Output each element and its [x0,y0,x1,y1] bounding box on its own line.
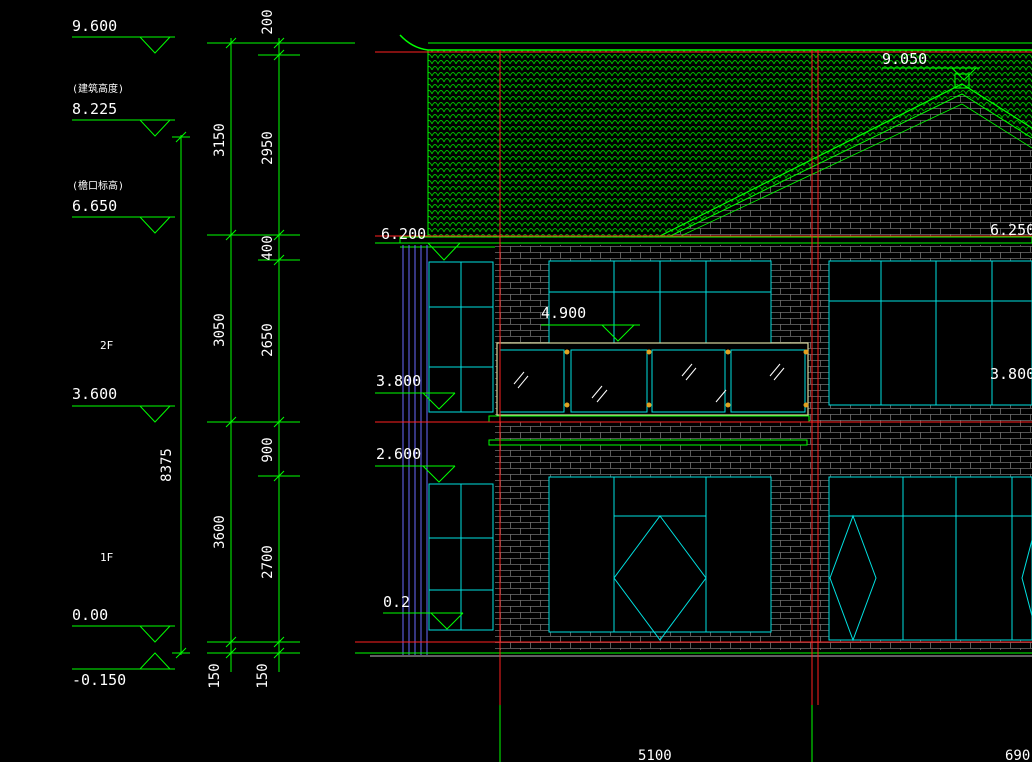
facade-level-balcony [541,324,640,342]
dim-inner-150: 150 [255,663,271,688]
facade-level-balcony-text: 4.900 [541,304,586,322]
window-2f-left [548,260,772,344]
grid-axes [375,50,1032,705]
dim-outer-3150: 3150 [212,123,228,157]
facade-level-ridge [882,67,980,81]
facade-level-sill-text: 2.600 [376,445,421,463]
dimension-total [172,131,190,659]
level-9600-text: 9.600 [72,17,117,35]
dim-inner-200: 200 [260,9,276,34]
bottom-dim-690: 690 [1005,748,1030,762]
bottom-dimension [499,705,813,762]
dim-outer-3600: 3600 [212,515,228,549]
facade-level-right-second-text: 3.800 [990,365,1032,383]
facade-level-base [383,612,464,630]
gable [647,73,1032,243]
level-3600-text: 3.600 [72,385,117,403]
balcony-railing [488,342,810,446]
facade-level-eave [375,242,470,261]
eave-height-note: (檐口标高) [72,179,124,192]
level-marker-9600: 9.600 [72,17,175,54]
side-window-upper [428,261,494,413]
dim-inner-2700: 2700 [260,545,276,579]
bottom-dim-5100: 5100 [638,748,672,762]
side-window-lower [428,483,494,631]
floor-label-2f: 2F [100,339,113,352]
dim-inner-900: 900 [260,437,276,462]
facade-level-sill [375,465,456,483]
door-1f-right [828,476,1032,642]
dim-inner-2650: 2650 [260,323,276,357]
level-marker-8225: (建筑高度) 8.225 [72,82,175,137]
level-marker-3600: 3.600 [72,385,175,423]
facade-level-second [375,392,456,410]
window-2f-right [828,260,1032,406]
facade-level-right-eave-text: 6.250 [990,221,1032,239]
level-6650-text: 6.650 [72,197,117,215]
dimension-chain-inner [258,37,300,672]
level-m150-text: -0.150 [72,671,126,689]
door-1f-left [548,476,772,641]
level-8225-text: 8.225 [72,100,117,118]
facade-level-ridge-text: 9.050 [882,50,927,68]
level-marker-000: 0.00 [72,606,175,643]
facade-level-eave-text: 6.200 [381,225,426,243]
ground-lines [355,641,1032,657]
dim-outer-3050: 3050 [212,313,228,347]
facade-level-base-text: 0.2 [383,593,410,611]
dim-inner-400: 400 [260,235,276,260]
level-000-text: 0.00 [72,606,108,624]
level-marker-m150: -0.150 [72,652,175,689]
facade-level-second-text: 3.800 [376,372,421,390]
level-marker-6650: (檐口标高) 6.650 [72,179,175,234]
building-height-note: (建筑高度) [72,82,124,95]
dimension-chain-outer [207,37,355,672]
dim-inner-2950: 2950 [260,131,276,165]
floor-label-1f: 1F [100,551,113,564]
dim-total-text: 8375 [159,448,175,482]
eave-band [399,236,1032,248]
side-wall-column [402,245,428,655]
dim-outer-150: 150 [207,663,223,688]
